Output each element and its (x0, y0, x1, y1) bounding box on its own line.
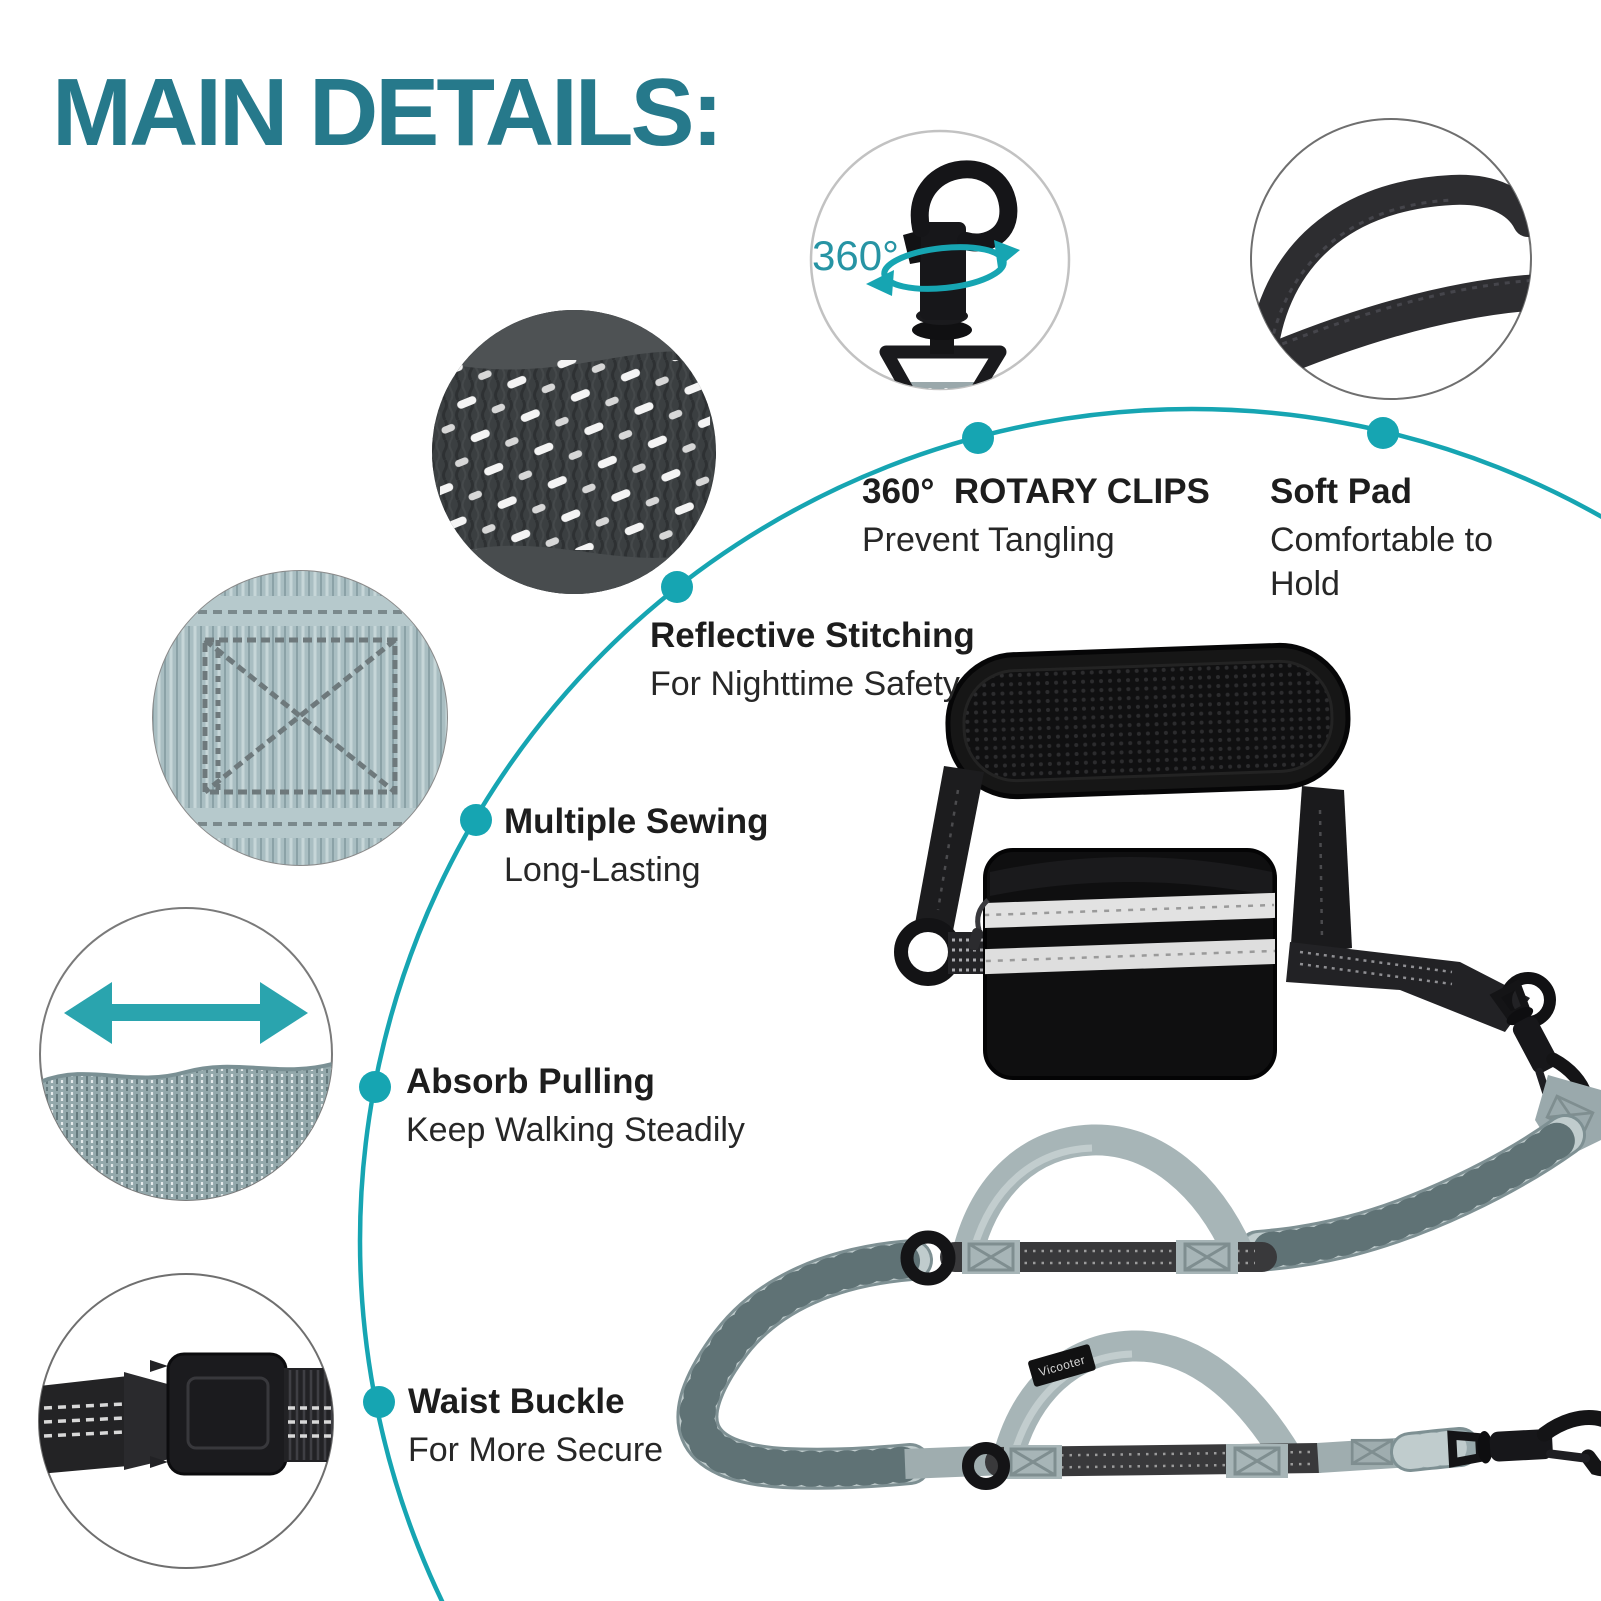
callout-subtext: Prevent Tangling (862, 520, 1115, 559)
lower-grab-handle: Vicooter (985, 1330, 1333, 1479)
callout-multiple-sewing: Multiple Sewing Long-Lasting (504, 800, 864, 892)
callout-subtext: For More Secure (408, 1430, 664, 1469)
callout-heading: Soft Pad (1270, 472, 1412, 511)
callout-reflective-stitching: Reflective Stitching For Nighttime Safet… (650, 614, 1070, 706)
stretch-arrow-icon (64, 982, 308, 1044)
callout-dot-soft-pad (1367, 417, 1399, 449)
bag-snap-hook (1484, 972, 1598, 1139)
leash-d-ring-lower (962, 1442, 1010, 1490)
bungee-leash: Vicooter (676, 1075, 1601, 1490)
callout-heading: 360° ROTARY CLIPS (862, 472, 1210, 511)
box-x-stitch (202, 637, 398, 795)
callout-subtext: Comfortable to Hold (1270, 520, 1493, 603)
callout-subtext: Long-Lasting (504, 850, 701, 889)
waist-strap-left (914, 766, 984, 936)
connector-arc (358, 407, 1601, 1601)
callout-dot-absorb-pulling (359, 1071, 391, 1103)
bungee-section-left-loop (676, 1239, 933, 1490)
callout-heading: Reflective Stitching (650, 616, 975, 655)
absorb-pulling-detail-circle (39, 907, 333, 1201)
callout-dot-reflective-stitching (661, 571, 693, 603)
waist-bag-assembly (894, 642, 1598, 1139)
rotary-clip-detail-circle: 360° (809, 129, 1071, 391)
upper-grab-handle (940, 1124, 1277, 1274)
waist-strap-right (1286, 786, 1530, 1032)
callout-rotary-clips: 360° ROTARY CLIPS Prevent Tangling (862, 470, 1282, 562)
page-title: MAIN DETAILS: (52, 59, 723, 166)
reflective-stripes (985, 892, 1275, 975)
callout-subtext: For Nighttime Safety (650, 664, 960, 703)
bungee-section-right (1237, 1114, 1586, 1272)
callout-absorb-pulling: Absorb Pulling Keep Walking Steadily (406, 1060, 826, 1152)
leash-d-ring-upper (900, 1230, 956, 1286)
callout-dot-rotary-clips (962, 422, 994, 454)
reflective-stitching-detail-circle (432, 310, 716, 594)
callout-dot-multiple-sewing (460, 804, 492, 836)
callout-soft-pad: Soft Pad Comfortable to Hold (1270, 470, 1540, 606)
callout-heading: Multiple Sewing (504, 802, 769, 841)
shoulder-pad (945, 642, 1351, 800)
rotary-degree-label: 360° (812, 232, 899, 279)
callout-heading: Waist Buckle (408, 1382, 625, 1421)
zipper-pull (967, 898, 990, 951)
callout-subtext: Keep Walking Steadily (406, 1110, 745, 1149)
bag-pouch (967, 848, 1277, 1080)
callout-waist-buckle: Waist Buckle For More Secure (408, 1380, 768, 1472)
leash-end-right (1317, 1416, 1601, 1477)
callout-heading: Absorb Pulling (406, 1062, 655, 1101)
soft-pad-detail-circle (1250, 118, 1532, 400)
rotation-arrow-icon (866, 240, 1020, 296)
callout-dot-waist-buckle (363, 1386, 395, 1418)
waist-buckle-detail-circle (38, 1273, 334, 1569)
